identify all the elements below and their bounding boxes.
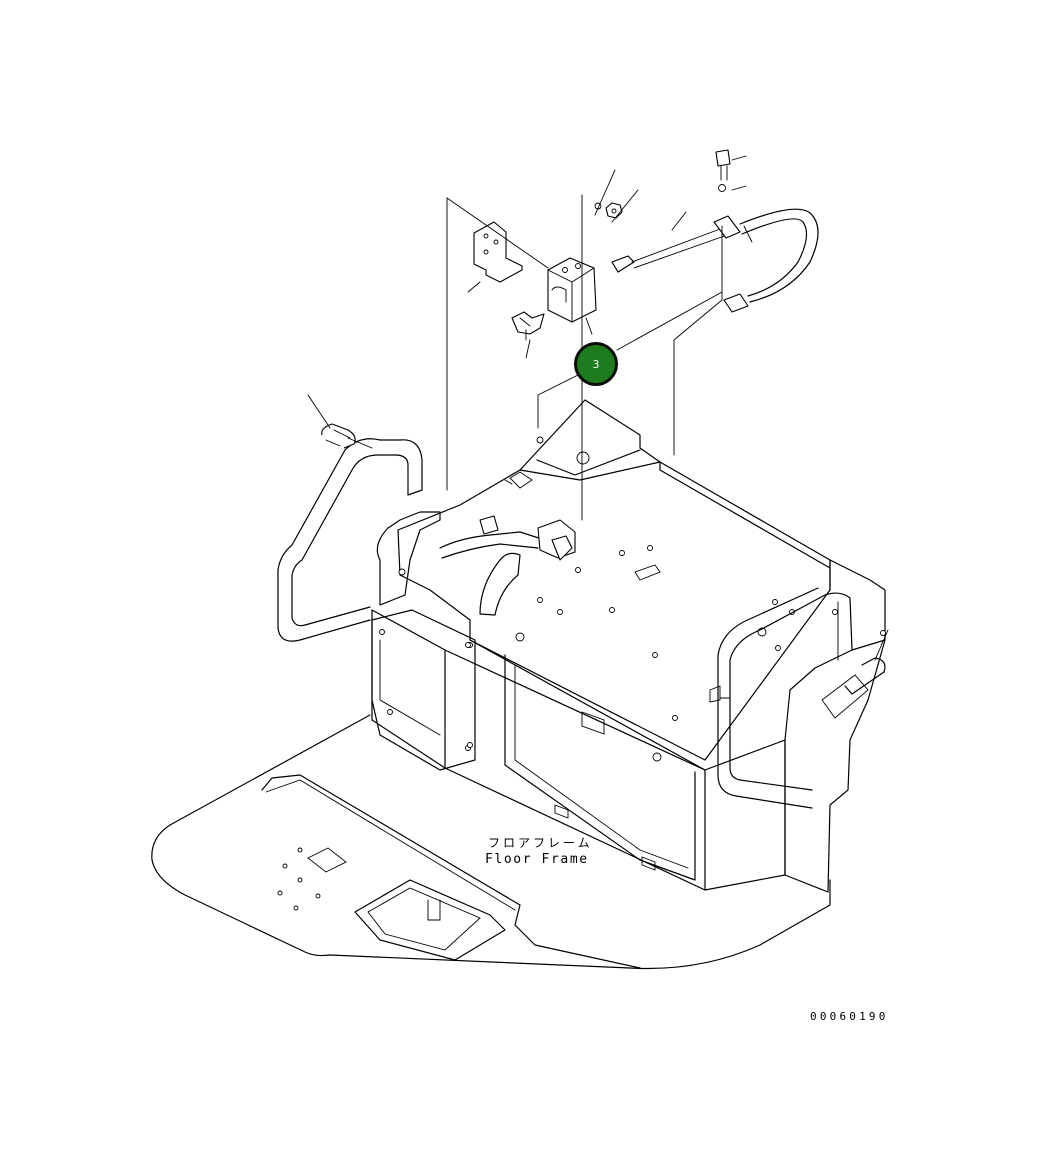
left-grab-handle	[277, 438, 423, 642]
seat-plate	[387, 399, 831, 771]
leader-lines	[307, 155, 753, 521]
right-hook	[844, 629, 889, 695]
callout-number: 3	[592, 357, 600, 371]
l-bracket	[473, 221, 523, 283]
u-bolt	[321, 423, 356, 449]
wire-harness	[439, 471, 576, 616]
bolt-head	[715, 149, 731, 167]
left-side-panel	[371, 511, 476, 771]
exploded-parts	[321, 149, 819, 449]
bolt-washer	[718, 184, 726, 192]
callout-marker[interactable]: 3	[574, 342, 618, 386]
right-side-panel	[784, 559, 886, 893]
floor-frame-label-en: Floor Frame	[485, 852, 589, 867]
floor-frame	[151, 714, 831, 970]
floor-frame-label-jp: フロアフレーム	[488, 836, 593, 850]
right-grab-handle	[709, 587, 853, 809]
cable-knob	[611, 255, 635, 273]
drawing-number: 00060190	[810, 1010, 889, 1023]
terminal-clip	[511, 311, 545, 335]
